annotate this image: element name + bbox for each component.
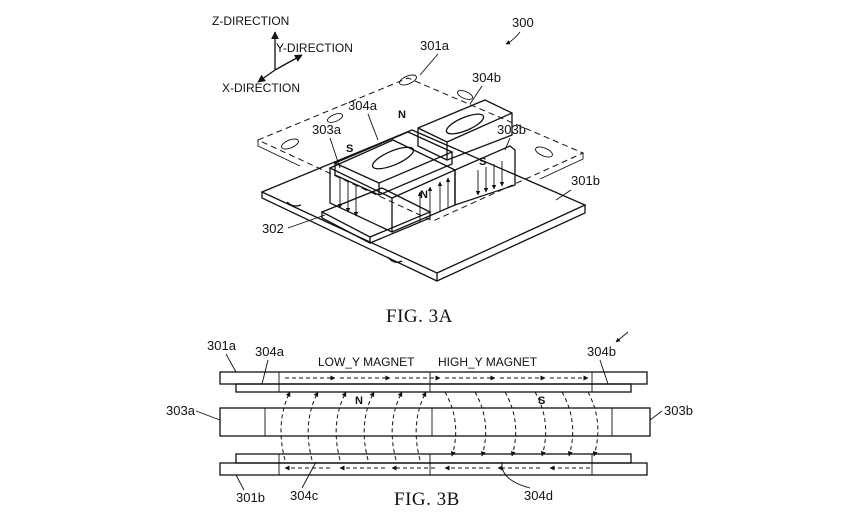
leader-301b: [555, 189, 572, 201]
label-304a-section: 304a: [255, 344, 285, 359]
flux-right-down: [444, 391, 599, 457]
leader-304c-section: [301, 461, 317, 489]
label-302: 302: [262, 221, 284, 236]
y-direction-label: Y-DIRECTION: [276, 41, 353, 55]
leader-304a-section: [261, 359, 269, 385]
leader-304a: [367, 113, 379, 141]
ref-300-label: 300: [512, 15, 534, 30]
leader-301a-section: [225, 353, 237, 373]
label-303b: 303b: [497, 122, 526, 137]
ref-300-arrow: [505, 31, 521, 45]
label-304b: 304b: [472, 70, 501, 85]
axis-triad: Z-DIRECTION Y-DIRECTION X-DIRECTION: [212, 14, 353, 95]
z-direction-label: Z-DIRECTION: [212, 14, 289, 28]
leader-302: [287, 214, 326, 229]
magnet-303b: [454, 145, 516, 206]
pole-front-n: N: [420, 189, 428, 201]
bottom-plate-301b: [260, 129, 587, 283]
leader-301a: [419, 53, 439, 76]
fig-3b-view-arrow: [615, 331, 629, 343]
label-301a: 301a: [420, 38, 450, 53]
leader-301b-section: [235, 474, 245, 491]
low-y-magnet-label: LOW_Y MAGNET: [318, 355, 415, 369]
pole-s-section: S: [538, 395, 545, 407]
pole-top-n: N: [398, 109, 406, 121]
pole-right-s: S: [479, 156, 486, 168]
x-direction-label: X-DIRECTION: [222, 81, 300, 95]
leader-303a: [329, 137, 341, 169]
label-301b-section: 301b: [236, 490, 265, 505]
coil-304a: [333, 131, 454, 197]
top-plate-301a-section: [219, 371, 648, 393]
leader-303a-section: [195, 410, 221, 421]
leader-304b: [469, 85, 483, 105]
label-304b-section: 304b: [587, 344, 616, 359]
pole-left-s: S: [346, 143, 353, 155]
label-303b-section: 303b: [664, 403, 693, 418]
label-304c-section: 304c: [290, 488, 319, 503]
label-304a: 304a: [348, 98, 378, 113]
fig-3b: N S LOW_Y MAGNET HIGH_Y MAGNET 301a 304a…: [166, 331, 693, 510]
fig-3a: Z-DIRECTION Y-DIRECTION X-DIRECTION 300: [212, 14, 600, 327]
coil-304b: [417, 99, 513, 161]
x-axis-arrow: [257, 69, 276, 83]
y-axis-arrow: [274, 54, 303, 71]
magnet-row-section: [219, 407, 651, 437]
high-y-magnet-label: HIGH_Y MAGNET: [438, 355, 538, 369]
fig-3b-title: FIG. 3B: [394, 489, 460, 510]
leader-304d-section: [501, 461, 531, 489]
leader-304b-section: [599, 359, 609, 385]
bottom-plate-301b-section: [219, 453, 648, 476]
leader-303b: [504, 137, 511, 151]
leader-303b-section: [649, 410, 663, 421]
label-301a-section: 301a: [207, 338, 237, 353]
fig-3a-title: FIG. 3A: [386, 306, 453, 327]
label-304d-section: 304d: [524, 488, 553, 503]
pole-n-section: N: [355, 395, 363, 407]
flux-left-up: [280, 391, 427, 461]
label-303a: 303a: [312, 122, 342, 137]
label-301b: 301b: [571, 173, 600, 188]
label-303a-section: 303a: [166, 403, 196, 418]
top-plate-301a: [256, 74, 585, 222]
